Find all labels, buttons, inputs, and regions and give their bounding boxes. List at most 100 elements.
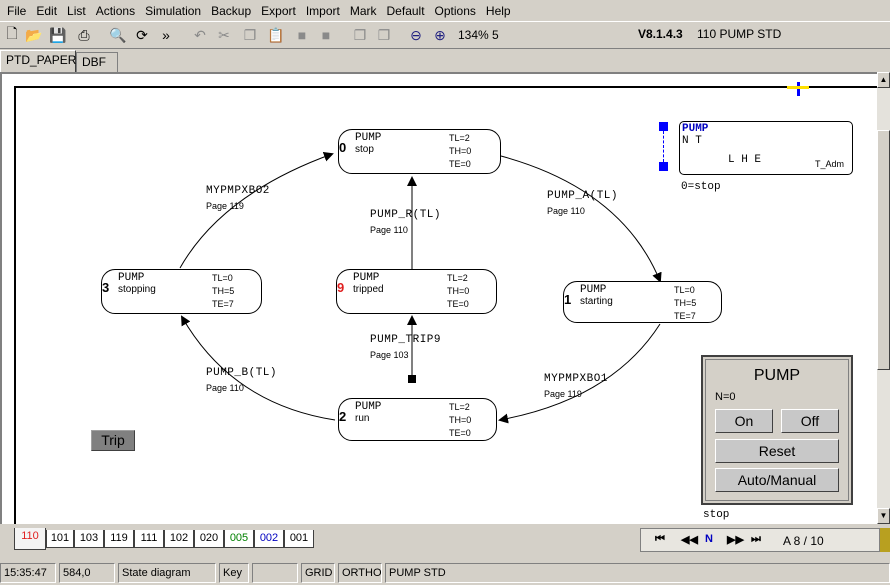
transition-page[interactable]: Page 119 [544, 389, 582, 399]
vertical-scrollbar[interactable]: ▲ ▼ [877, 72, 890, 524]
refresh-icon[interactable]: ⟳ [136, 26, 148, 43]
on-button[interactable]: On [715, 409, 773, 433]
arrow-starting-to-run [498, 323, 661, 424]
page-tab[interactable]: 001 [284, 530, 314, 548]
menu-bar: File Edit List Actions Simulation Backup… [0, 0, 890, 21]
new-file-icon[interactable]: 🗋 [6, 25, 18, 41]
menu-options[interactable]: Options [434, 3, 476, 18]
arrow-stop-to-starting [500, 155, 662, 283]
copy-icon[interactable]: ❐ [243, 26, 257, 43]
zoom-in-icon[interactable]: ⊕ [434, 26, 446, 43]
menu-simulation[interactable]: Simulation [145, 3, 202, 18]
legend-line2: N T [682, 135, 702, 147]
tab-dbf[interactable]: DBF [76, 52, 118, 72]
diagram-canvas[interactable]: 0 PUMP stop TL=2 TH=0 TE=0 1 PUMP starti… [0, 72, 877, 524]
open-folder-icon[interactable]: 📂 [25, 26, 43, 43]
state-2[interactable]: 2 PUMP run TL=2 TH=0 TE=0 [338, 398, 497, 441]
view-tabs: PTD_PAPER DBF [0, 50, 890, 72]
reset-button[interactable]: Reset [715, 439, 839, 463]
menu-file[interactable]: File [7, 3, 27, 18]
scroll-down-icon[interactable]: ▼ [877, 508, 890, 524]
faceplate-n: N=0 [715, 391, 736, 403]
copy-block-icon[interactable]: ❐ [353, 26, 367, 43]
state-number: 3 [102, 280, 110, 295]
page-tab[interactable]: 110 [14, 528, 46, 550]
status-key: Key [219, 563, 249, 583]
state-9[interactable]: 9 PUMP tripped TL=2 TH=0 TE=0 [336, 269, 497, 314]
transition-label[interactable]: PUMP_TRIP9 [370, 334, 442, 346]
menu-list[interactable]: List [67, 3, 86, 18]
state-1[interactable]: 1 PUMP starting TL=0 TH=5 TE=7 [563, 281, 722, 323]
transition-label[interactable]: PUMP_B(TL) [206, 367, 278, 379]
zoom-out-icon[interactable]: ⊖ [410, 26, 422, 43]
transition-label[interactable]: MYPMPXBO2 [206, 185, 270, 197]
transition-page[interactable]: Page 119 [206, 201, 244, 211]
status-grid[interactable]: GRID [301, 563, 335, 583]
position-marker-bar [787, 86, 809, 89]
transition-page[interactable]: Page 110 [206, 383, 244, 393]
box-icon[interactable]: ■ [297, 27, 307, 43]
version-label: V8.1.4.3 [638, 27, 683, 41]
last-page-icon[interactable]: ⏭ [751, 533, 761, 545]
status-ortho[interactable]: ORTHO [338, 563, 382, 583]
scroll-thumb[interactable] [877, 130, 890, 370]
tab-ptd-paper[interactable]: PTD_PAPER [0, 50, 76, 72]
legend-handle-bottom[interactable] [659, 162, 668, 171]
param-te: TE=0 [447, 299, 469, 309]
page-tab[interactable]: 103 [74, 530, 104, 548]
state-3[interactable]: 3 PUMP stopping TL=0 TH=5 TE=7 [101, 269, 262, 314]
find-icon[interactable]: 🔍 [109, 26, 127, 43]
trip-button[interactable]: Trip [91, 430, 135, 451]
auto-manual-button[interactable]: Auto/Manual [715, 468, 839, 492]
menu-default[interactable]: Default [386, 3, 425, 18]
menu-actions[interactable]: Actions [95, 3, 136, 18]
page-tabs: 110 101 103 119 111 102 020 005 002 001 [0, 526, 640, 552]
paste-block-icon[interactable]: ❐ [377, 26, 391, 43]
page-tab[interactable]: 005 [224, 530, 254, 548]
param-th: TH=0 [449, 415, 472, 425]
transition-page[interactable]: Page 110 [370, 225, 408, 235]
state-desc: tripped [353, 284, 384, 295]
transition-label[interactable]: PUMP_R(TL) [370, 209, 442, 221]
state-number: 2 [339, 409, 347, 424]
param-tl: TL=0 [212, 273, 233, 283]
page-tab[interactable]: 020 [194, 530, 224, 548]
legend-handle-top[interactable] [659, 122, 668, 131]
undo-icon[interactable]: ↶ [194, 26, 206, 43]
nav-n[interactable]: N [705, 533, 713, 545]
print-icon[interactable]: ⎙ [78, 26, 90, 43]
menu-import[interactable]: Import [305, 3, 340, 18]
scroll-up-icon[interactable]: ▲ [877, 72, 890, 88]
first-page-icon[interactable]: ⏮ [655, 533, 665, 545]
menu-edit[interactable]: Edit [36, 3, 58, 18]
transition-page[interactable]: Page 103 [370, 350, 409, 360]
paste-icon[interactable]: 📋 [267, 26, 285, 43]
prev-page-icon[interactable]: ◀◀ [681, 534, 698, 546]
param-tl: TL=2 [449, 133, 470, 143]
state-params: TL=0 TH=5 TE=7 [674, 284, 696, 323]
menu-export[interactable]: Export [261, 3, 296, 18]
cut-icon[interactable]: ✂ [218, 26, 230, 43]
page-tab[interactable]: 119 [104, 530, 134, 548]
off-button[interactable]: Off [781, 409, 839, 433]
page-tab[interactable]: 101 [46, 530, 74, 548]
legend-box[interactable]: PUMP N T L H E T_Adm [679, 121, 853, 175]
page-tab[interactable]: 102 [164, 530, 194, 548]
param-te: TE=0 [449, 159, 471, 169]
transition-page[interactable]: Page 110 [547, 206, 585, 216]
save-icon[interactable]: 💾 [49, 26, 67, 43]
box2-icon[interactable]: ■ [321, 27, 331, 43]
state-name: PUMP [353, 272, 380, 284]
faceplate-caption: stop [703, 509, 730, 521]
menu-help[interactable]: Help [485, 3, 511, 18]
menu-mark[interactable]: Mark [349, 3, 377, 18]
menu-backup[interactable]: Backup [211, 3, 252, 18]
page-tab[interactable]: 002 [254, 530, 284, 548]
fast-forward-icon[interactable]: » [162, 27, 170, 43]
next-page-icon[interactable]: ▶▶ [727, 534, 744, 546]
state-0[interactable]: 0 PUMP stop TL=2 TH=0 TE=0 [338, 129, 501, 174]
page-tab[interactable]: 111 [134, 530, 164, 548]
transition-label[interactable]: MYPMPXBO1 [544, 373, 608, 385]
status-empty [252, 563, 298, 583]
transition-label[interactable]: PUMP_A(TL) [547, 190, 619, 202]
